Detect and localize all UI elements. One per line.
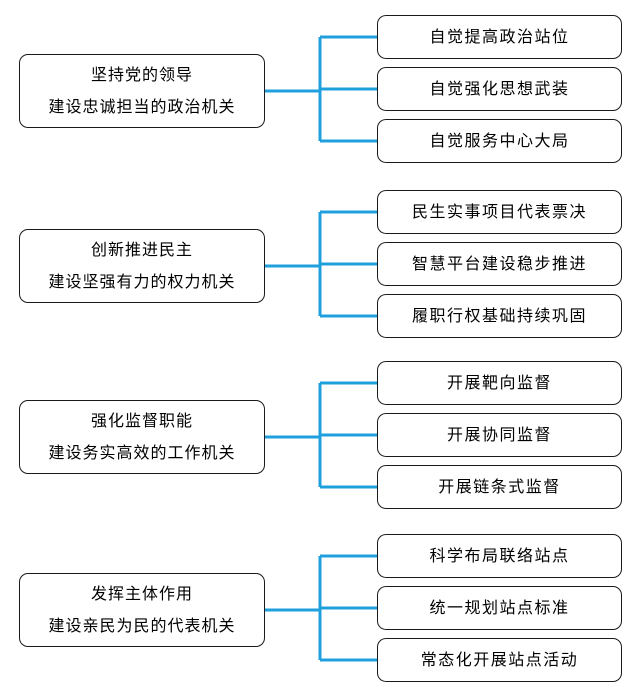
- sub-box-label: 自觉服务中心大局: [429, 131, 570, 150]
- sub-box-label: 履职行权基础持续巩固: [411, 306, 587, 325]
- sub-box-joint-supervision: 开展协同监督: [377, 413, 622, 457]
- sub-box-label: 开展链条式监督: [438, 477, 561, 496]
- sub-box-label: 民生实事项目代表票决: [411, 202, 587, 221]
- sub-box-political-stance: 自觉提高政治站位: [377, 15, 622, 59]
- main-box-political-organ: 坚持党的领导 建设忠诚担当的政治机关: [19, 54, 265, 128]
- sub-box-label: 开展靶向监督: [446, 373, 552, 392]
- main-box-title: 创新推进民主: [90, 240, 193, 259]
- sub-box-serve-overall: 自觉服务中心大局: [377, 119, 622, 163]
- main-box-subtitle: 建设忠诚担当的政治机关: [48, 97, 236, 116]
- main-box-subtitle: 建设务实高效的工作机关: [48, 443, 236, 462]
- main-box-subtitle: 建设坚强有力的权力机关: [48, 272, 236, 291]
- sub-box-label: 科学布局联络站点: [429, 546, 570, 565]
- main-box-work-organ: 强化监督职能 建设务实高效的工作机关: [19, 400, 265, 474]
- sub-box-smart-platform: 智慧平台建设稳步推进: [377, 242, 622, 286]
- main-box-title: 坚持党的领导: [90, 65, 193, 84]
- sub-box-station-activities: 常态化开展站点活动: [377, 638, 622, 682]
- sub-box-duty-foundation: 履职行权基础持续巩固: [377, 294, 622, 338]
- main-box-power-organ: 创新推进民主 建设坚强有力的权力机关: [19, 229, 265, 303]
- sub-box-label: 自觉提高政治站位: [429, 27, 570, 46]
- sub-box-liaison-layout: 科学布局联络站点: [377, 534, 622, 578]
- sub-box-station-standards: 统一规划站点标准: [377, 586, 622, 630]
- sub-box-chain-supervision: 开展链条式监督: [377, 465, 622, 509]
- sub-box-people-vote: 民生实事项目代表票决: [377, 190, 622, 234]
- sub-box-targeted-supervision: 开展靶向监督: [377, 361, 622, 405]
- sub-box-label: 常态化开展站点活动: [420, 650, 579, 669]
- main-box-subtitle: 建设亲民为民的代表机关: [48, 616, 236, 635]
- sub-box-ideological-arming: 自觉强化思想武装: [377, 67, 622, 111]
- sub-box-label: 统一规划站点标准: [429, 598, 570, 617]
- main-box-title: 发挥主体作用: [90, 584, 193, 603]
- main-box-title: 强化监督职能: [90, 411, 193, 430]
- sub-box-label: 自觉强化思想武装: [429, 79, 570, 98]
- sub-box-label: 开展协同监督: [446, 425, 552, 444]
- main-box-representative-organ: 发挥主体作用 建设亲民为民的代表机关: [19, 573, 265, 647]
- sub-box-label: 智慧平台建设稳步推进: [411, 254, 587, 273]
